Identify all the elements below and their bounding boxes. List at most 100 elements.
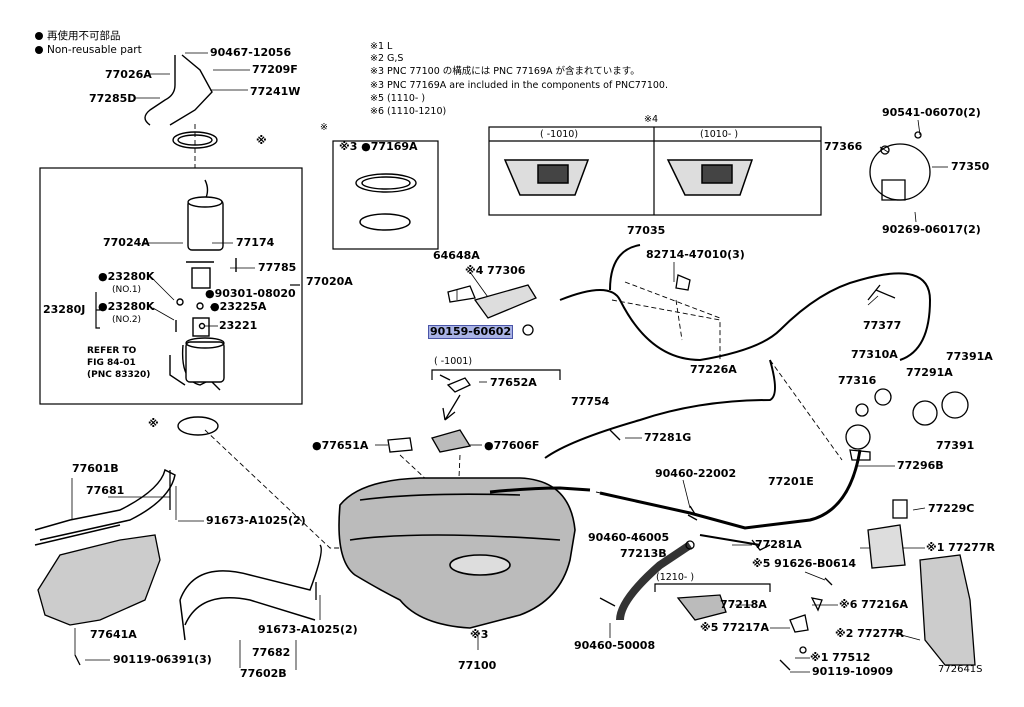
part-label: 77366: [824, 140, 863, 153]
part-label: ※2 77277R: [835, 627, 904, 640]
part-label: ●77606F: [484, 439, 540, 452]
part-label: (NO.2): [112, 315, 142, 325]
part-label: 77310A: [851, 348, 898, 361]
part-label: 77285D: [89, 92, 137, 105]
part-label: 77213B: [620, 547, 667, 560]
opener-box-left-range: ( -1010): [540, 129, 579, 140]
part-label: 77377: [863, 319, 902, 332]
pump-assembly-box: [39, 167, 303, 405]
part-label: (NO.1): [112, 285, 142, 295]
part-label: 77218A: [720, 598, 767, 611]
part-label: 91673-A1025(2): [258, 623, 358, 636]
opener-box-right-range: (1010- ): [700, 129, 739, 140]
gauge-box-part: ※3 ●77169A: [339, 140, 418, 153]
part-label: 23280J: [43, 303, 86, 316]
note-5: ※5 (1110- ): [370, 93, 426, 104]
part-label: 90119-06391(3): [113, 653, 212, 666]
range-1001: ( -1001): [434, 356, 473, 367]
part-label: ●23225A: [210, 300, 267, 313]
part-label: 77100: [458, 659, 497, 672]
opener-box: [488, 126, 822, 216]
part-label: 90460-50008: [574, 639, 656, 652]
part-label: 77391A: [946, 350, 993, 363]
part-label: ●90301-08020: [205, 287, 296, 300]
part-label: ※4 77306: [465, 264, 526, 277]
part-label: 77296B: [897, 459, 944, 472]
part-label: 77226A: [690, 363, 737, 376]
part-label: 64648A: [433, 249, 480, 262]
part-label: 77602B: [240, 667, 287, 680]
fuel-tank: [338, 477, 591, 629]
part-label: 77785: [258, 261, 297, 274]
pump-parts: [144, 54, 237, 391]
part-label: ※: [148, 417, 159, 430]
part-label: 77641A: [90, 628, 137, 641]
part-label: ※1 77277R: [926, 541, 995, 554]
part-label: ※5 91626-B0614: [752, 557, 857, 570]
part-label: 90269-06017(2): [882, 223, 981, 236]
part-label: 91673-A1025(2): [206, 514, 306, 527]
part-label: 90460-46005: [588, 531, 670, 544]
note-4: ※3 PNC 77169A are included in the compon…: [370, 80, 668, 91]
opener-switches: [503, 159, 754, 196]
part-label: 82714-47010(3): [646, 248, 745, 261]
part-label: 90467-12056: [210, 46, 292, 59]
pipes: [544, 244, 932, 621]
part-label: ※1 77512: [810, 651, 871, 664]
highlighted-part-label[interactable]: 90159-60602: [427, 325, 514, 339]
range-1210: (1210- ): [656, 572, 695, 583]
part-label: 77241W: [250, 85, 301, 98]
part-label: 77652A: [490, 376, 537, 389]
part-label: 77291A: [906, 366, 953, 379]
figure-id: 772641S: [938, 664, 983, 675]
part-label: 90119-10909: [812, 665, 894, 678]
part-label: 90541-06070(2): [882, 106, 981, 119]
part-label: ●23280K: [98, 270, 155, 283]
part-label: 90460-22002: [655, 467, 737, 480]
note-1: ※1 L: [370, 41, 393, 52]
gauge-box-mark: ※: [320, 122, 328, 133]
part-label: ※5 77217A: [700, 621, 769, 634]
part-label: FIG 84-01: [87, 358, 136, 368]
part-label: 77316: [838, 374, 877, 387]
part-label: 23221: [219, 319, 258, 332]
part-label: 77601B: [72, 462, 119, 475]
part-label: 77020A: [306, 275, 353, 288]
non-reusable-dot-icon: [35, 32, 43, 40]
note-3: ※3 PNC 77100 の構成には PNC 77169A が含まれています。: [370, 66, 640, 77]
part-label: 77281G: [644, 431, 692, 444]
small-parts: [74, 131, 969, 671]
legend-ja-text: 再使用不可部品: [47, 30, 121, 42]
part-label: 77035: [627, 224, 666, 237]
part-label: 77026A: [105, 68, 152, 81]
legend-en-text: Non-reusable part: [47, 44, 142, 56]
part-label: ※: [256, 134, 267, 147]
part-label: ※6 77216A: [839, 598, 908, 611]
part-label: 77024A: [103, 236, 150, 249]
protector: [37, 524, 976, 666]
part-label: 77201E: [768, 475, 814, 488]
part-label: REFER TO: [87, 346, 137, 356]
note-2: ※2 G,S: [370, 53, 404, 64]
part-label: 77350: [951, 160, 990, 173]
gauge-parts: [177, 173, 417, 436]
legend-en: Non-reusable part: [35, 44, 142, 57]
part-label: 77174: [236, 236, 275, 249]
part-label: 77681: [86, 484, 125, 497]
part-label: 77391: [936, 439, 975, 452]
legend-ja: 再使用不可部品: [35, 30, 121, 43]
part-label: 77229C: [928, 502, 975, 515]
part-label: 77281A: [755, 538, 802, 551]
note-6: ※6 (1110-1210): [370, 106, 447, 117]
part-label: ●23280K: [98, 300, 155, 313]
part-label: ※3: [470, 628, 489, 641]
non-reusable-dot-icon: [35, 46, 43, 54]
part-label: 77682: [252, 646, 291, 659]
opener-box-mark: ※4: [644, 114, 659, 125]
part-label: (PNC 83320): [87, 370, 151, 380]
part-label: 77754: [571, 395, 610, 408]
gauge-box: [332, 140, 439, 250]
part-label: ●77651A: [312, 439, 369, 452]
